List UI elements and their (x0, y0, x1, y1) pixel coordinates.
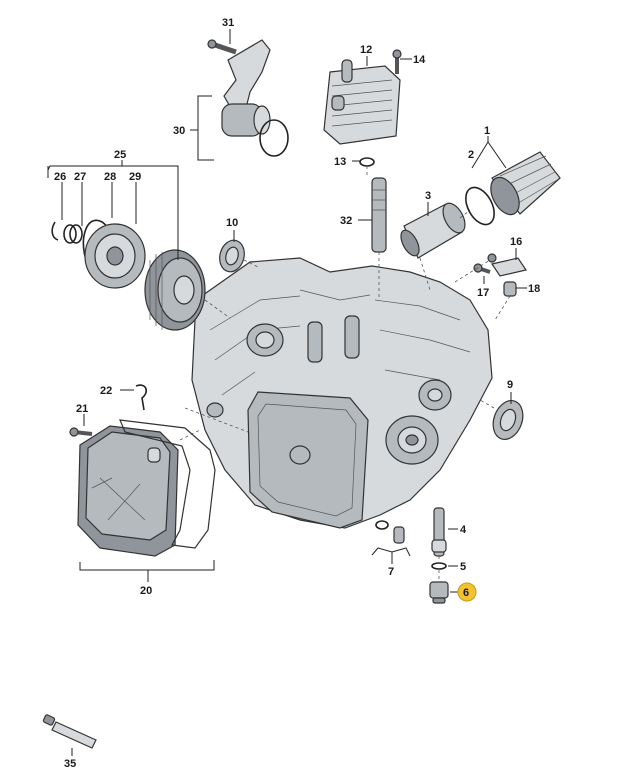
label-1: 1 (484, 125, 490, 137)
label-27: 27 (74, 171, 86, 183)
label-12: 12 (360, 44, 372, 56)
gearbox-housing (191, 257, 493, 529)
part-20-oil-pan (77, 425, 179, 557)
part-27-rings (63, 224, 83, 244)
oil-pan-gasket (119, 419, 216, 549)
label-7: 7 (388, 566, 394, 578)
label-35: 35 (64, 758, 76, 770)
part-10-seal (219, 239, 245, 273)
label-6: 6 (463, 587, 469, 599)
part-30-o-ring (259, 119, 289, 157)
part-2-o-ring (465, 186, 495, 226)
label-21: 21 (76, 403, 88, 415)
highlight-badge-6 (457, 582, 477, 602)
part-26-circlip (51, 221, 59, 241)
label-5: 5 (460, 561, 466, 573)
part-14-bolt (392, 49, 402, 74)
label-4: 4 (460, 524, 467, 536)
label-18: 18 (528, 283, 540, 295)
part-7-plug (375, 520, 405, 544)
part-18-plug (503, 281, 517, 297)
part-labels: 31 30 12 14 13 32 3 1 2 16 17 18 9 10 25… (54, 17, 540, 770)
label-16: 16 (510, 236, 522, 248)
part-3-filter (400, 202, 466, 259)
label-9: 9 (507, 379, 513, 391)
label-3: 3 (425, 190, 431, 202)
part-13-seal (359, 157, 375, 167)
part-12-oil-cooler (323, 59, 401, 145)
clutch-assembly (144, 249, 206, 331)
part-30-bracket (221, 39, 289, 157)
label-25: 25 (114, 149, 126, 161)
part-32-tube (371, 177, 387, 253)
part-6-drain-plug (429, 581, 449, 604)
label-32: 32 (340, 215, 352, 227)
part-31-bolt (207, 39, 237, 55)
leader-lines (47, 29, 527, 756)
part-21-bolt (69, 427, 93, 437)
part-1-filter-housing (490, 151, 561, 216)
part-29-clutch-drum (84, 223, 146, 289)
label-29: 29 (129, 171, 141, 183)
label-13: 13 (334, 156, 346, 168)
label-17: 17 (477, 287, 489, 299)
label-26: 26 (54, 171, 66, 183)
label-2: 2 (468, 149, 474, 161)
label-14: 14 (413, 54, 426, 66)
part-16-bracket (487, 253, 527, 277)
label-31: 31 (222, 17, 234, 29)
part-22-clip (135, 384, 148, 411)
label-22: 22 (100, 385, 112, 397)
part-5-seal (431, 562, 447, 570)
label-28: 28 (104, 171, 116, 183)
label-30: 30 (173, 125, 185, 137)
label-20: 20 (140, 585, 152, 597)
part-9-seal (492, 400, 524, 440)
assembly-lines (179, 166, 511, 582)
label-10: 10 (226, 217, 238, 229)
part-4-level-tube (431, 507, 447, 557)
part-35-sealant-tube (42, 714, 97, 749)
